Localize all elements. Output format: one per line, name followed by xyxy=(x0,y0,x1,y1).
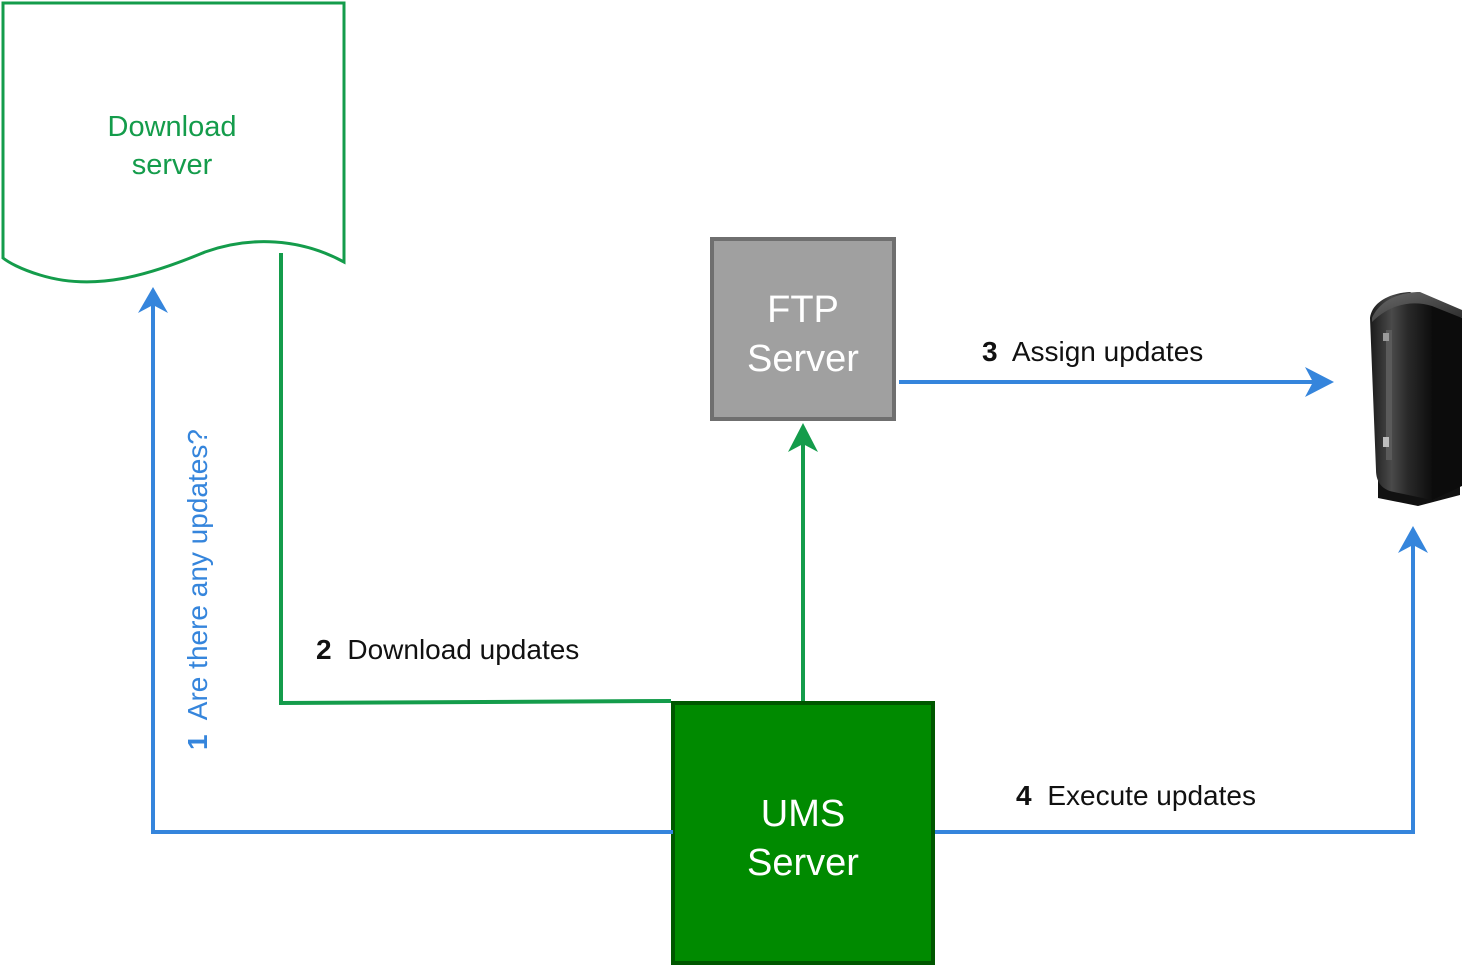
edge-ums-to-ftp-arrowhead xyxy=(788,423,818,452)
edge-step1-arrowhead xyxy=(138,287,168,313)
edge-step3: 3 Assign updates xyxy=(899,336,1334,397)
edge-step4-arrowhead xyxy=(1398,526,1428,553)
download-server-node: Download server xyxy=(1,1,346,284)
edge-step2-number: 2 xyxy=(316,634,332,665)
ftp-server-node: FTP Server xyxy=(710,237,896,421)
edge-step1-text: Are there any updates? xyxy=(182,429,213,720)
edge-step3-label: 3 Assign updates xyxy=(982,336,1203,367)
edge-step1-label: 1 Are there any updates? xyxy=(182,429,213,750)
edge-step2-label: 2 Download updates xyxy=(316,634,579,665)
ums-server-label-line1: UMS xyxy=(761,793,845,835)
edge-step2-text: Download updates xyxy=(347,634,579,665)
edge-step3-number: 3 xyxy=(982,336,998,367)
download-server-label-line2: server xyxy=(132,149,213,181)
edge-step4-number: 4 xyxy=(1016,780,1032,811)
ums-server-label-line2: Server xyxy=(747,842,859,884)
ftp-server-label-line1: FTP xyxy=(767,289,839,331)
edge-step4: 4 Execute updates xyxy=(935,526,1428,834)
edge-step1-line xyxy=(151,300,673,834)
edge-ums-to-ftp xyxy=(788,423,818,701)
edge-step4-text: Execute updates xyxy=(1047,780,1256,811)
edge-step3-arrowhead xyxy=(1305,367,1334,397)
download-server-shape xyxy=(1,1,346,284)
edge-step2: 2 Download updates xyxy=(279,253,672,706)
edge-step3-text: Assign updates xyxy=(1012,336,1203,367)
ftp-server-label-line2: Server xyxy=(747,338,859,380)
ums-server-node: UMS Server xyxy=(671,701,935,965)
download-server-label-line1: Download xyxy=(108,111,237,143)
ftp-server-box xyxy=(710,237,896,421)
edge-step2-line xyxy=(279,253,672,706)
edge-step1: 1 Are there any updates? xyxy=(138,287,673,834)
thin-client-device-icon xyxy=(1370,292,1462,506)
edge-step4-line xyxy=(935,540,1415,834)
edge-step1-number: 1 xyxy=(182,734,213,750)
edge-step4-label: 4 Execute updates xyxy=(1016,780,1256,811)
